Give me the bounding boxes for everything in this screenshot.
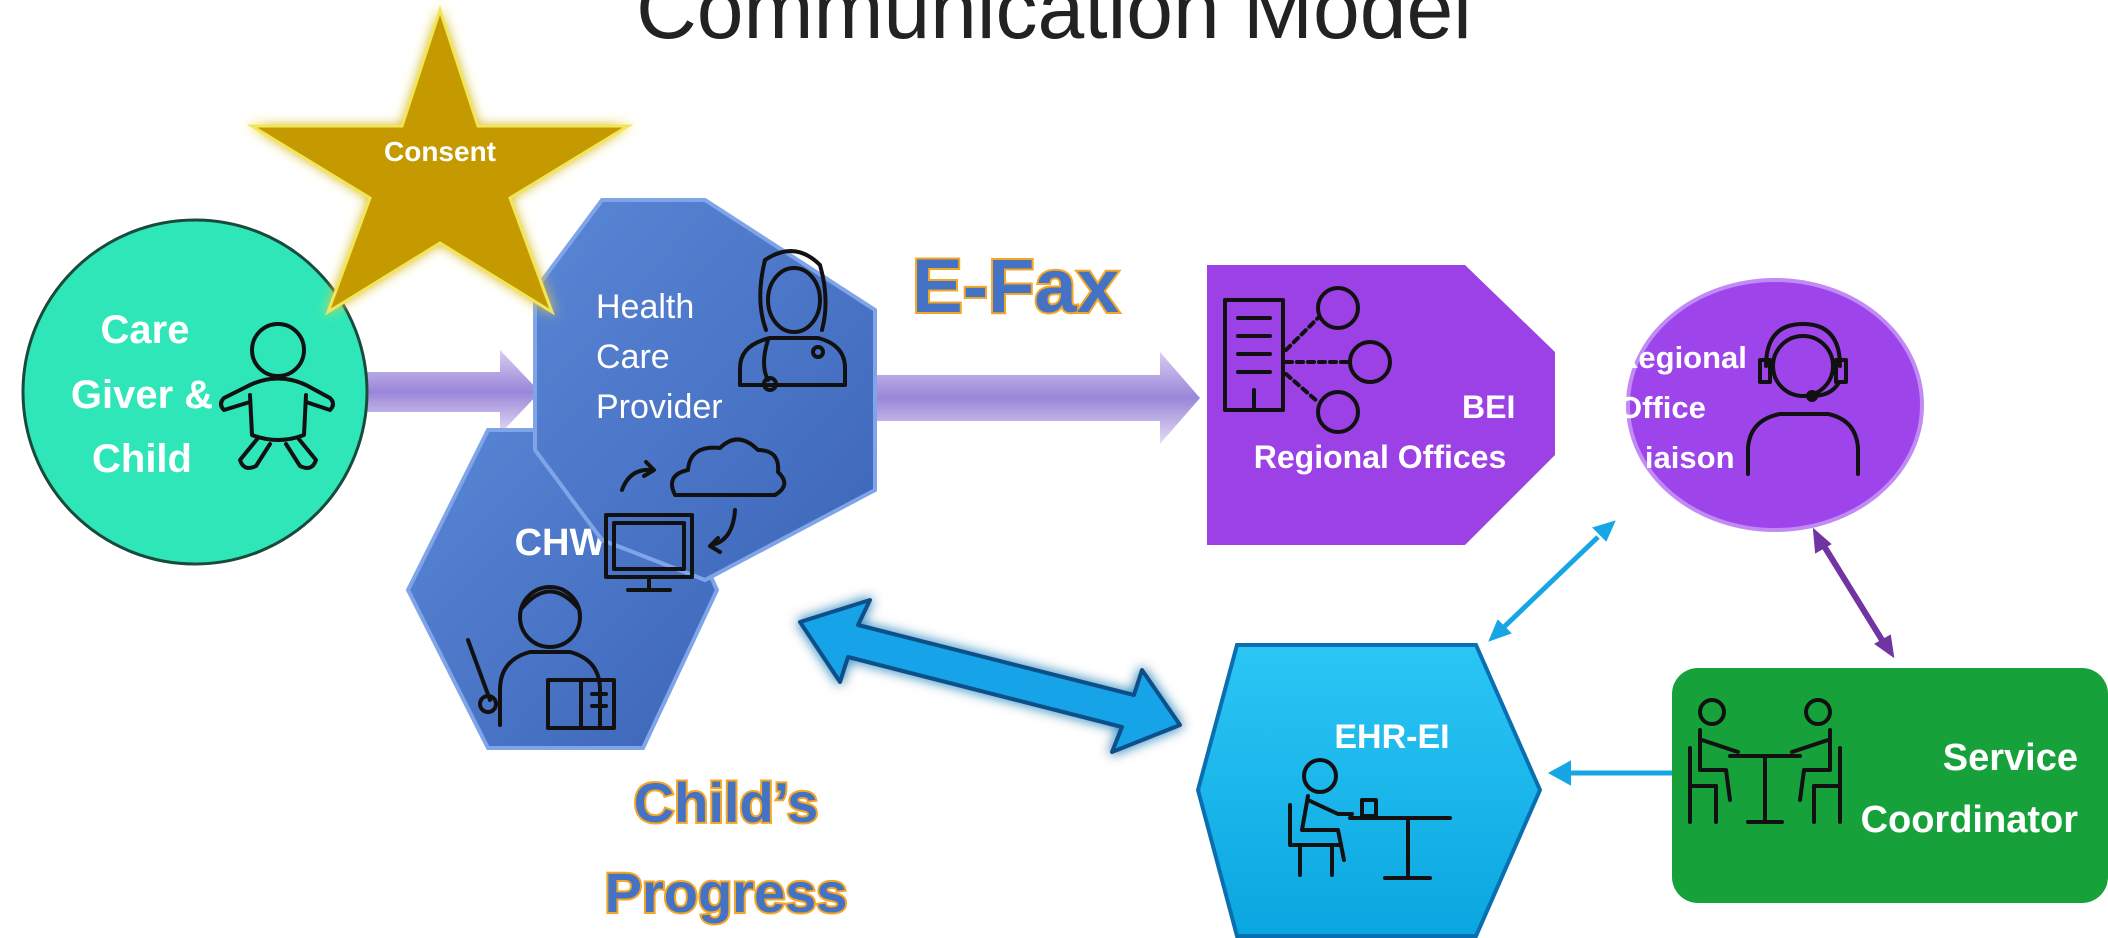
provider-label-line1: Health [596,288,694,326]
liaison-label-line2: Office [1618,390,1706,425]
coordinator-label-line2: Coordinator [1861,799,2079,841]
caregiver-label-line3: Child [92,437,192,481]
coordinator-label-line1: Service [1943,737,2078,779]
bei-regional-offices-node: BEI Regional Offices [1207,265,1555,545]
liaison-label-line3: Liaison [1626,440,1735,475]
bei-label: BEI [1462,389,1515,425]
desk-worker-icon [1288,758,1452,880]
caregiver-to-provider-arrow [360,350,540,434]
caregiver-node: Care Giver & Child [21,218,369,566]
service-coordinator-node: Service Coordinator [1672,668,2108,903]
consent-star: Consent [246,5,634,316]
provider-label-line2: Care [596,338,670,376]
provider-label-line3: Provider [596,388,723,426]
building-network-icon [1223,286,1392,434]
computer-icon [604,513,694,592]
liaison-coordinator-connector [1812,527,1895,659]
caregiver-label-line1: Care [101,308,190,352]
efax-label: E-Fax [912,244,1119,329]
efax-arrow [860,352,1200,444]
cloud-sync-icon [620,437,787,554]
regional-offices-label: Regional Offices [1254,439,1507,475]
childs-progress-arrow [798,598,1182,754]
childs-progress-label-line1: Child’s [634,771,819,834]
ehr-ei-label: EHR-EI [1334,718,1449,756]
consent-label: Consent [384,136,496,167]
meeting-icon [1688,698,1842,824]
teacher-icon [466,585,616,730]
baby-icon [219,322,335,470]
headset-agent-icon [1746,322,1860,476]
page-title: Communication Model [636,0,1472,56]
ehr-ei-node: EHR-EI [1195,643,1543,938]
regional-office-liaison-node: Regional Office Liaison [1616,278,1924,532]
doctor-icon [738,249,847,392]
childs-progress-label-line2: Progress [605,861,848,924]
caregiver-label-line2: Giver & [71,373,213,417]
liaison-label-line1: Regional [1616,340,1747,375]
health-care-provider-node: Health Care Provider [533,198,877,592]
coordinator-ehr-connector [1547,760,1672,786]
chw-label: CHW [515,522,606,564]
liaison-ehr-connector [1488,520,1616,642]
